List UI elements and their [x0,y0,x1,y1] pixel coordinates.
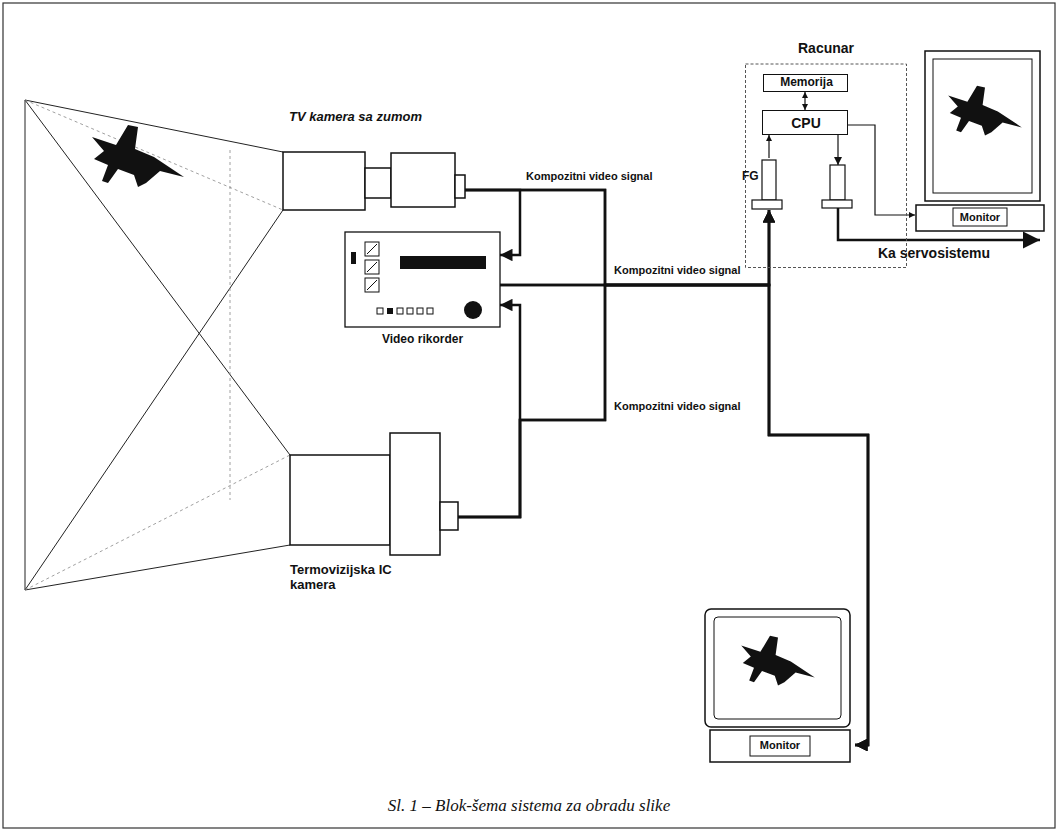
computer-monitor: Monitor [915,50,1045,232]
signal-label: Kompozitni video signal [524,170,655,182]
thermal-ir-camera: Termovizijska IC kamera [290,430,458,600]
signal-connector [500,285,868,745]
output-card [822,135,852,208]
cpu-block: CPU [762,110,848,135]
video-recorder: Video rikorder [345,232,500,352]
aircraft-target [92,125,184,187]
memory-block: Memorija [763,74,848,92]
frame-grabber-card: FG [742,158,782,210]
memory-block-label: Memorija [764,76,849,90]
signal-connector [848,125,915,215]
field-of-view-dashed [25,100,290,590]
field-of-view [25,100,290,590]
signal-connector [458,305,520,517]
video-monitor-label: Monitor [710,739,850,752]
video-monitor: Monitor [700,608,855,763]
frame-grabber-card-outline [742,158,782,210]
tv-camera: TV kamera sa zumom [283,110,465,212]
output-label: Ka servosistemu [878,245,990,261]
tv-camera-outline [283,110,465,212]
signal-connector [465,190,868,745]
video-recorder-label: Video rikorder [345,333,500,347]
signal-label: Kompozitni video signal [612,264,743,276]
signal-connector [458,285,868,745]
signal-label: Kompozitni video signal [612,400,743,412]
computer-monitor-label: Monitor [915,211,1045,224]
figure-caption: Sl. 1 – Blok-šema sistema za obradu slik… [0,796,1058,816]
frame-grabber-card-label: FG [742,170,762,184]
cpu-block-label: CPU [763,115,849,131]
signal-connector [458,210,769,517]
thermal-ir-camera-label: Termovizijska IC kamera [290,563,400,593]
signal-connector [804,92,805,110]
tv-camera-label: TV kamera sa zumom [289,110,465,125]
computer-box: RacunarMemorijaCPU FG [745,38,907,268]
signal-connector [465,190,769,285]
page-frame [3,3,1055,828]
computer-monitor-outline [915,50,1045,232]
computer-box-outline [745,38,907,268]
signal-connector [768,135,769,158]
signal-connector [500,210,769,285]
computer-box-label: Racunar [745,40,907,56]
